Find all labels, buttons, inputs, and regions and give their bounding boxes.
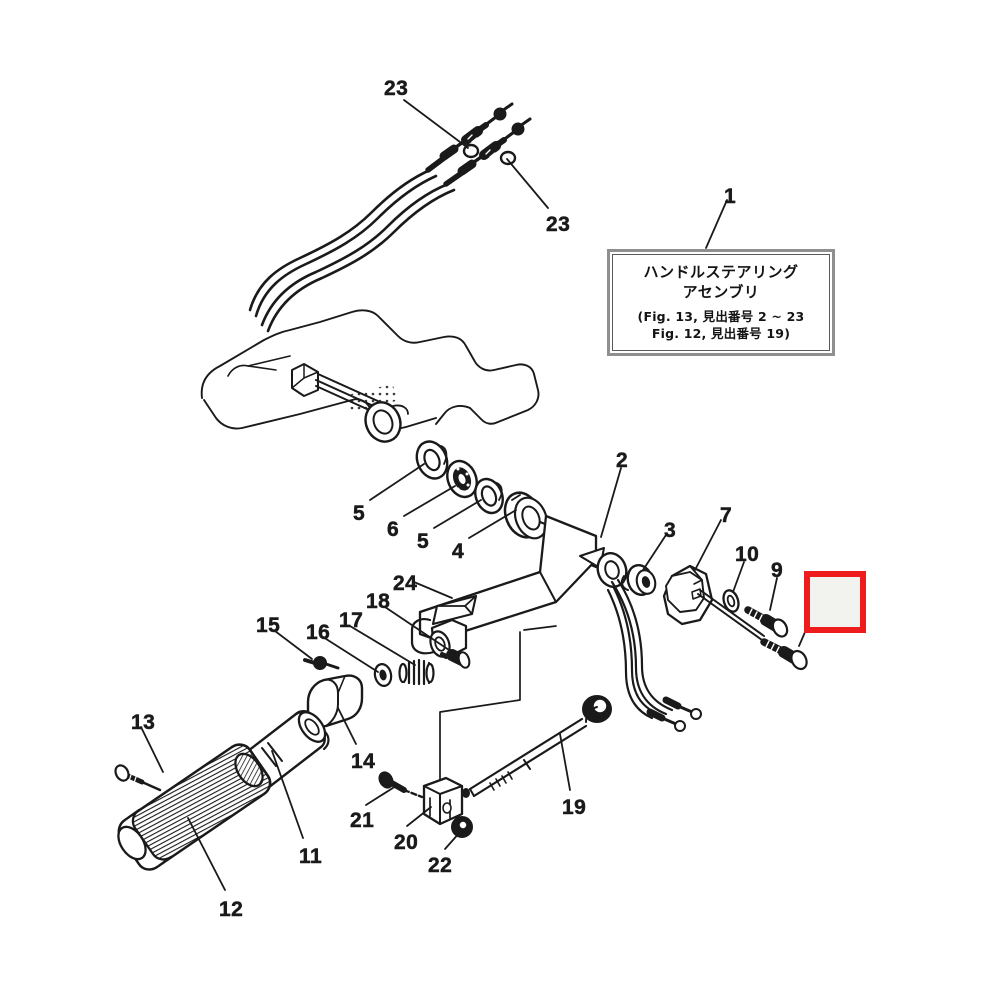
assembly-callout-box: ハンドルステアリング アセンブリ (Fig. 13, 見出番号 2 ~ 23 F… <box>607 249 835 356</box>
label-5-a: 5 <box>353 502 366 525</box>
label-10: 10 <box>735 543 760 566</box>
label-19: 19 <box>562 796 587 819</box>
label-23-right: 23 <box>546 213 571 236</box>
label-17: 17 <box>339 609 364 632</box>
label-2: 2 <box>616 449 629 472</box>
label-11: 11 <box>299 845 323 868</box>
label-22: 22 <box>428 854 453 877</box>
assembly-title: ハンドルステアリング アセンブリ <box>643 262 798 303</box>
part-13-screw <box>114 764 162 792</box>
assembly-callout-inner: ハンドルステアリング アセンブリ (Fig. 13, 見出番号 2 ~ 23 F… <box>612 254 830 351</box>
assembly-title-line1: ハンドルステアリング <box>643 262 799 281</box>
label-3: 3 <box>664 519 677 542</box>
assembly-ref-line2: Fig. 12, 見出番号 19) <box>651 326 791 342</box>
leader-lines <box>140 99 819 891</box>
highlight-box-part-8 <box>804 571 866 633</box>
label-5-b: 5 <box>417 530 430 553</box>
part-14-bushing <box>306 674 364 728</box>
part-8-bolt <box>760 638 808 671</box>
label-16: 16 <box>306 621 331 644</box>
label-15: 15 <box>256 614 281 637</box>
pivot-washer-stack <box>364 401 549 540</box>
part-22-nut <box>451 816 473 838</box>
label-21: 21 <box>350 809 375 832</box>
label-20: 20 <box>394 831 419 854</box>
small-parts-row <box>303 649 471 687</box>
assembly-ref-line1: (Fig. 13, 見出番号 2 ~ 23 <box>637 309 805 325</box>
part-7-bracket <box>662 564 714 626</box>
label-23-top: 23 <box>384 77 409 100</box>
assembly-reference: (Fig. 13, 見出番号 2 ~ 23 Fig. 12, 見出番号 19) <box>638 309 805 343</box>
part-19-rod <box>462 695 612 798</box>
label-1: 1 <box>724 185 737 208</box>
part-9-bolt <box>744 606 789 638</box>
label-9: 9 <box>771 559 784 582</box>
label-7: 7 <box>720 504 733 527</box>
part-21-bolt <box>378 771 424 799</box>
label-12: 12 <box>219 898 244 921</box>
label-13: 13 <box>131 711 156 734</box>
cable-assembly-23 <box>248 102 532 333</box>
part-10-washer <box>722 589 740 613</box>
label-14: 14 <box>351 750 376 773</box>
label-6: 6 <box>387 518 400 541</box>
label-24: 24 <box>393 572 418 595</box>
assembly-title-line2: アセンブリ <box>682 283 760 302</box>
part-12-hand-grip <box>117 743 272 871</box>
label-18: 18 <box>366 590 391 613</box>
label-4: 4 <box>452 540 465 563</box>
part-24-plate <box>431 594 478 626</box>
part-20-bracket <box>422 776 464 826</box>
lower-cable-runs <box>606 578 702 732</box>
part-3-collar <box>620 564 657 596</box>
